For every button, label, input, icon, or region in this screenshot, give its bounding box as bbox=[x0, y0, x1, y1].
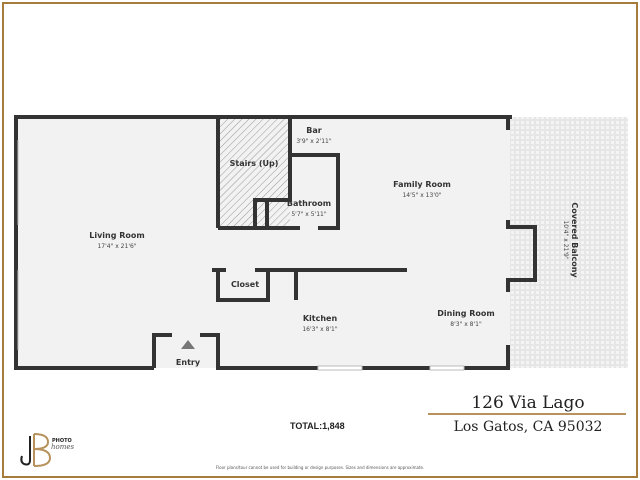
room-label-dining: Dining Room bbox=[437, 309, 495, 318]
room-label-balcony: Covered Balcony bbox=[570, 202, 579, 278]
windows bbox=[17, 140, 465, 371]
company-logo: PHOTO homes bbox=[18, 432, 78, 468]
room-label-entry: Entry bbox=[176, 358, 201, 367]
room-dims-dining: 8'3" x 8'1" bbox=[450, 321, 482, 328]
walls bbox=[14, 115, 537, 370]
address-line-1: 126 Via Lago bbox=[471, 393, 585, 413]
disclaimer: Floor plans/tour cannot be used for buil… bbox=[215, 465, 425, 470]
svg-text:homes: homes bbox=[51, 443, 75, 451]
room-label-stairs: Stairs (Up) bbox=[230, 159, 279, 168]
room-label-bathroom: Bathroom bbox=[287, 199, 331, 208]
room-label-family: Family Room bbox=[393, 180, 451, 189]
room-dims-kitchen: 16'3" x 8'1" bbox=[302, 326, 338, 333]
room-dims-living: 17'4" x 21'6" bbox=[97, 243, 136, 250]
floor-area bbox=[16, 117, 628, 368]
entry-arrow-icon bbox=[181, 340, 195, 349]
room-dims-bar: 3'9" x 2'11" bbox=[296, 138, 332, 145]
total-area: TOTAL:1,848 bbox=[290, 421, 345, 431]
room-dims-family: 14'5" x 13'0" bbox=[402, 192, 441, 199]
room-label-living: Living Room bbox=[89, 231, 145, 240]
room-label-kitchen: Kitchen bbox=[303, 314, 338, 323]
room-dims-balcony: 10'4" x 21'9" bbox=[562, 220, 569, 259]
svg-text:PHOTO: PHOTO bbox=[52, 438, 72, 444]
room-label-closet: Closet bbox=[231, 280, 259, 289]
room-label-bar: Bar bbox=[306, 126, 321, 135]
balcony-floor bbox=[510, 117, 628, 368]
address-line-2: Los Gatos, CA 95032 bbox=[453, 419, 603, 435]
room-dims-bathroom: 5'7" x 5'11" bbox=[291, 211, 327, 218]
address-divider bbox=[428, 413, 626, 415]
